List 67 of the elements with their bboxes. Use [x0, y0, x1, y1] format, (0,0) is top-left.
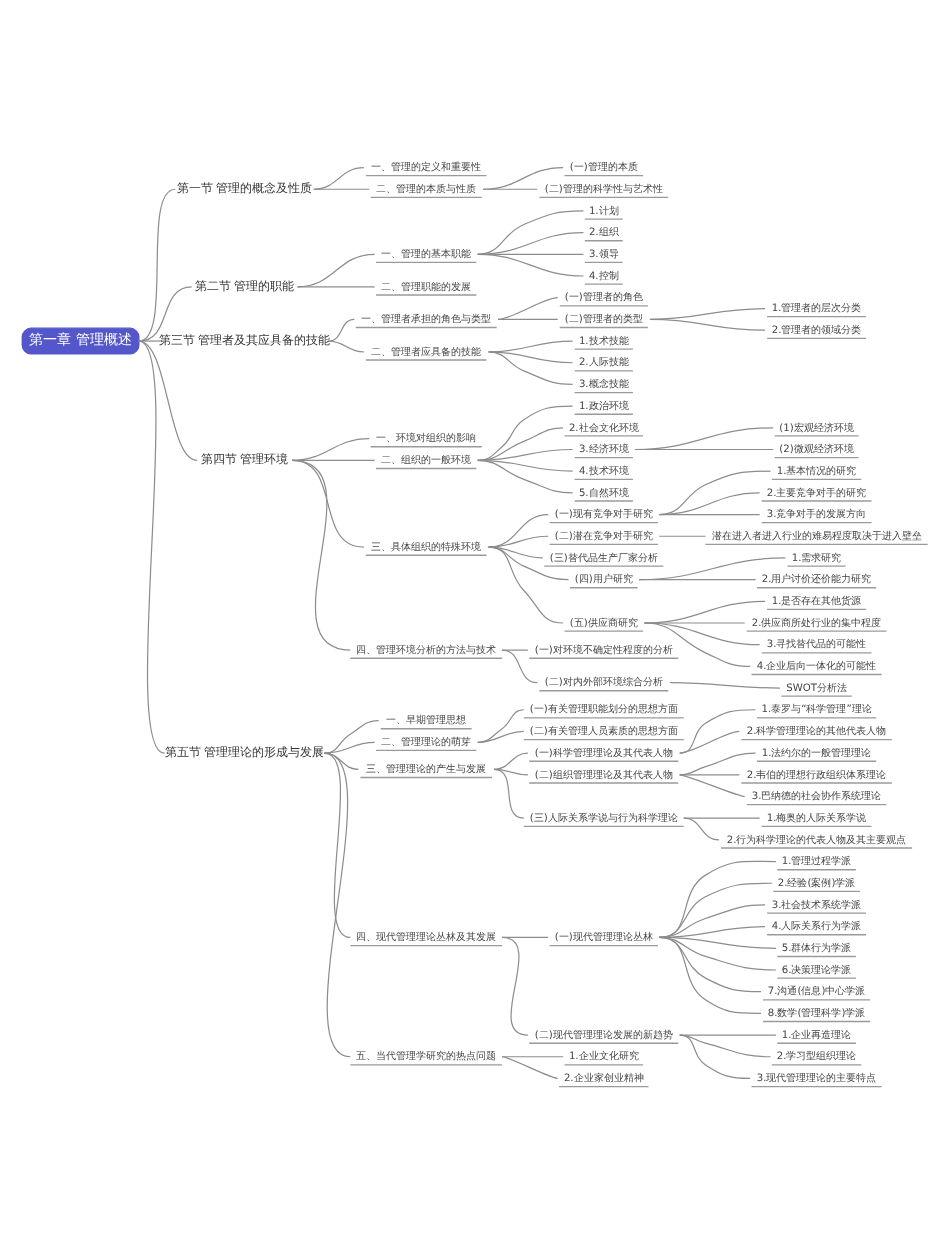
connector: [323, 751, 351, 938]
connector: [477, 426, 564, 460]
connector: [138, 339, 198, 460]
connector: [501, 1055, 559, 1079]
connector: [477, 231, 585, 254]
connector: [323, 751, 351, 1057]
connector: [477, 458, 574, 493]
connector: [138, 187, 177, 341]
connector: [643, 621, 761, 645]
connector: [679, 729, 740, 753]
connector: [638, 556, 786, 580]
connector: [487, 534, 549, 547]
connector: [328, 339, 365, 352]
connector: [679, 773, 740, 775]
connector: [679, 751, 757, 775]
connector: [482, 187, 538, 189]
connector: [477, 729, 525, 742]
connector: [497, 296, 559, 319]
connector: [487, 350, 574, 385]
connector: [658, 469, 772, 515]
connector: [658, 881, 773, 938]
connector: [679, 773, 746, 797]
connector: [634, 426, 774, 450]
connector: [477, 404, 574, 460]
connector: [501, 648, 529, 650]
connector: [634, 447, 774, 450]
connector: [497, 317, 559, 319]
connector: [658, 903, 766, 938]
connector: [493, 767, 529, 775]
connector: [487, 545, 570, 580]
connector: [296, 285, 376, 287]
connector: [679, 1033, 751, 1079]
connector: [291, 458, 351, 650]
connector: [679, 1033, 777, 1035]
connector: [493, 767, 525, 818]
connector: [313, 187, 370, 189]
connector: [501, 935, 529, 1035]
connector: [487, 512, 549, 547]
connector: [487, 545, 564, 623]
connector: [679, 708, 757, 753]
connector: [313, 165, 365, 189]
connector: [669, 681, 781, 688]
connector: [501, 1055, 564, 1057]
connector: [658, 491, 761, 515]
connector: [658, 534, 707, 536]
connector: [138, 339, 166, 753]
connector: [493, 751, 529, 769]
connector: [487, 350, 574, 363]
connector: [649, 317, 766, 330]
connector: [658, 512, 761, 515]
connector: [323, 740, 376, 753]
connector: [477, 708, 525, 742]
connector: [477, 252, 585, 276]
connector: [683, 816, 720, 840]
connector: [138, 285, 193, 341]
connector: [638, 578, 757, 580]
connector: [323, 719, 380, 753]
connector: [501, 648, 538, 683]
connector: [658, 859, 777, 938]
connector: [643, 621, 751, 666]
connector: [138, 339, 162, 341]
connector: [291, 437, 370, 460]
connector: [328, 317, 355, 341]
connector: [296, 252, 376, 287]
connector: [482, 165, 564, 189]
connector: [477, 209, 585, 254]
connector: [658, 935, 762, 1013]
